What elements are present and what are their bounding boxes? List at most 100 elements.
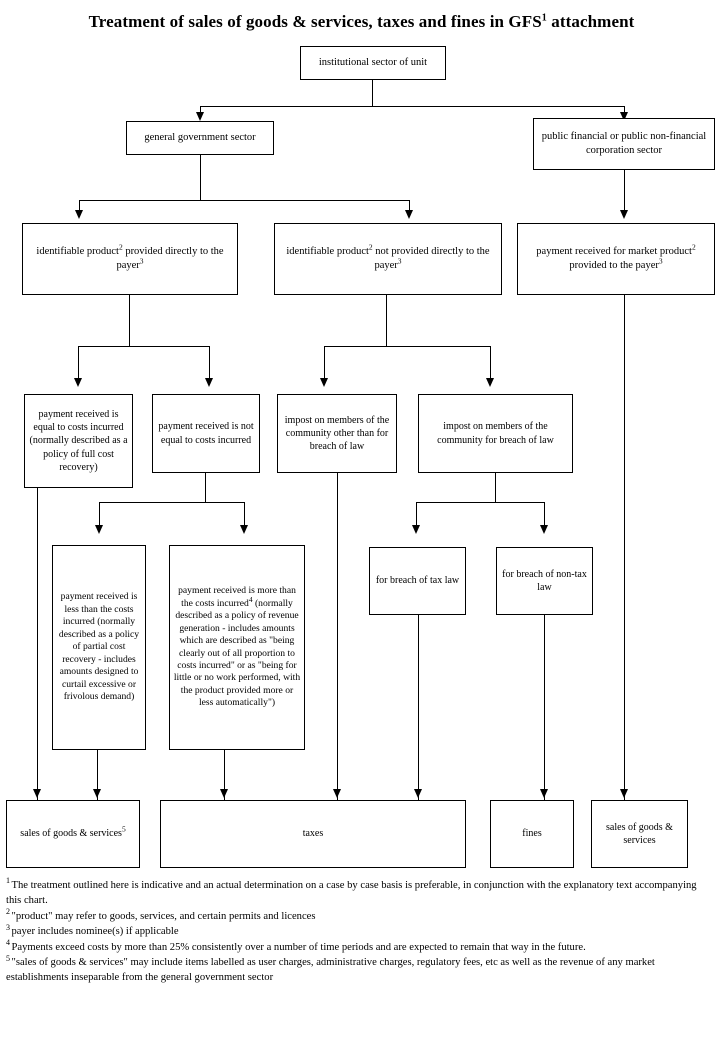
connector-gg-span	[79, 200, 410, 202]
connector-notdirect-stem	[386, 295, 388, 347]
connector-direct-stem	[129, 295, 131, 347]
footnote-2-marker: 2	[6, 907, 10, 917]
arrow-gg-to-notdirect	[405, 210, 413, 219]
arrow-notdirect-to-impost-breach	[486, 378, 494, 387]
node-identifiable-product-not-direct-label: identifiable product2 not provided direc…	[286, 242, 490, 271]
node-outcome-fines[interactable]: fines	[490, 800, 574, 868]
arrow-equal-costs-to-sales	[33, 789, 41, 798]
node-outcome-taxes[interactable]: taxes	[160, 800, 466, 868]
connector-direct-to-notequal	[209, 346, 211, 380]
connector-pc-stem	[624, 170, 626, 212]
connector-notequal-to-more	[244, 502, 246, 527]
arrow-root-to-pc	[620, 112, 628, 121]
node-outcome-sales-of-goods-services-1[interactable]: sales of goods & services5	[6, 800, 140, 868]
connector-notdirect-to-impost-other	[324, 346, 326, 380]
node-impost-for-breach[interactable]: impost on members of the community for b…	[418, 394, 573, 473]
footnote-3-text: payer includes nominee(s) if applicable	[11, 926, 179, 938]
connector-gg-to-notdirect	[409, 200, 411, 212]
connector-impost-breach-stem	[495, 473, 497, 503]
node-general-government-sector[interactable]: general government sector	[126, 121, 274, 155]
node-payment-less-than-costs[interactable]: payment received is less than the costs …	[52, 545, 146, 750]
arrow-notdirect-to-impost-other	[320, 378, 328, 387]
node-payment-equal-costs[interactable]: payment received is equal to costs incur…	[24, 394, 133, 488]
arrow-less-to-sales	[93, 789, 101, 798]
connector-gg-stem	[200, 155, 202, 201]
node-payment-equal-costs-label: payment received is equal to costs incur…	[29, 408, 128, 473]
connector-tax-law-to-taxes	[418, 615, 420, 800]
connector-direct-to-equal	[78, 346, 80, 380]
connector-equal-costs-to-sales	[37, 488, 39, 800]
arrow-direct-to-notequal	[205, 378, 213, 387]
connector-notequal-to-less	[99, 502, 101, 527]
node-outcome-fines-label: fines	[522, 828, 542, 840]
arrow-breach-to-tax	[412, 525, 420, 534]
node-institutional-sector[interactable]: institutional sector of unit	[300, 46, 446, 80]
node-market-product-payment[interactable]: payment received for market product2 pro…	[517, 223, 715, 295]
node-public-corporation-sector[interactable]: public financial or public non-financial…	[533, 118, 715, 170]
connector-impost-breach-span	[416, 502, 544, 504]
title-main: Treatment of sales of goods & services, …	[88, 12, 542, 31]
arrow-tax-law-to-taxes	[414, 789, 422, 798]
node-impost-other-than-breach-label: impost on members of the community other…	[284, 414, 390, 453]
node-outcome-sales-1-label: sales of goods & services5	[20, 825, 126, 840]
node-impost-for-breach-label: impost on members of the community for b…	[437, 421, 554, 446]
footnote-5-marker: 5	[6, 953, 10, 963]
connector-nontax-law-to-fines	[544, 615, 546, 800]
arrow-notequal-to-less	[95, 525, 103, 534]
node-for-breach-of-tax-law[interactable]: for breach of tax law	[369, 547, 466, 615]
node-payment-less-than-costs-label: payment received is less than the costs …	[58, 591, 140, 703]
connector-root-to-pc	[624, 106, 626, 114]
node-for-breach-of-non-tax-law-label: for breach of non-tax law	[502, 568, 587, 593]
connector-notdirect-span	[324, 346, 491, 348]
node-impost-other-than-breach[interactable]: impost on members of the community other…	[277, 394, 397, 473]
arrow-root-to-gg	[196, 112, 204, 121]
node-outcome-sales-2-label: sales of goods & services	[606, 821, 673, 846]
node-institutional-sector-label: institutional sector of unit	[318, 57, 428, 69]
node-payment-more-than-costs[interactable]: payment received is more than the costs …	[169, 545, 305, 750]
footnote-5: 5"sales of goods & services" may include…	[6, 953, 712, 985]
connector-breach-to-nontax	[544, 502, 546, 527]
arrow-notequal-to-more	[240, 525, 248, 534]
node-payment-more-than-costs-label: payment received is more than the costs …	[173, 585, 301, 709]
connector-notdirect-to-impost-breach	[490, 346, 492, 380]
connector-notequal-stem	[205, 473, 207, 503]
arrow-breach-to-nontax	[540, 525, 548, 534]
footnote-5-text: "sales of goods & services" may include …	[6, 957, 655, 984]
node-for-breach-of-non-tax-law[interactable]: for breach of non-tax law	[496, 547, 593, 615]
arrow-direct-to-equal	[74, 378, 82, 387]
footnote-2-text: "product" may refer to goods, services, …	[11, 910, 316, 922]
footnote-3-marker: 3	[6, 922, 10, 932]
arrow-more-to-taxes	[220, 789, 228, 798]
arrow-market-to-sales	[620, 789, 628, 798]
connector-breach-to-tax	[416, 502, 418, 527]
arrow-pc-to-market	[620, 210, 628, 219]
node-payment-not-equal-costs-label: payment received is not equal to costs i…	[158, 421, 254, 446]
node-identifiable-product-not-direct[interactable]: identifiable product2 not provided direc…	[274, 223, 502, 295]
connector-impost-other-to-taxes	[337, 473, 339, 800]
connector-less-to-sales	[97, 750, 99, 800]
footnote-4-marker: 4	[6, 938, 10, 948]
arrow-gg-to-direct	[75, 210, 83, 219]
node-market-product-payment-label: payment received for market product2 pro…	[536, 242, 696, 271]
footnote-1-marker: 1	[6, 876, 10, 886]
footnote-4-text: Payments exceed costs by more than 25% c…	[11, 941, 586, 953]
node-outcome-sales-of-goods-services-2[interactable]: sales of goods & services	[591, 800, 688, 868]
title-tail: attachment	[546, 12, 635, 31]
node-identifiable-product-direct[interactable]: identifiable product2 provided directly …	[22, 223, 238, 295]
title-footnote-marker: 1	[541, 12, 547, 24]
arrow-impost-other-to-taxes	[333, 789, 341, 798]
node-for-breach-of-tax-law-label: for breach of tax law	[375, 575, 460, 587]
node-general-government-sector-label: general government sector	[144, 132, 256, 144]
connector-root-span	[200, 106, 624, 108]
connector-more-to-taxes	[224, 750, 226, 800]
connector-market-to-sales	[624, 295, 626, 800]
arrow-nontax-law-to-fines	[540, 789, 548, 798]
node-outcome-taxes-label: taxes	[302, 828, 324, 840]
node-payment-not-equal-costs[interactable]: payment received is not equal to costs i…	[152, 394, 260, 473]
page-title: Treatment of sales of goods & services, …	[0, 12, 723, 32]
